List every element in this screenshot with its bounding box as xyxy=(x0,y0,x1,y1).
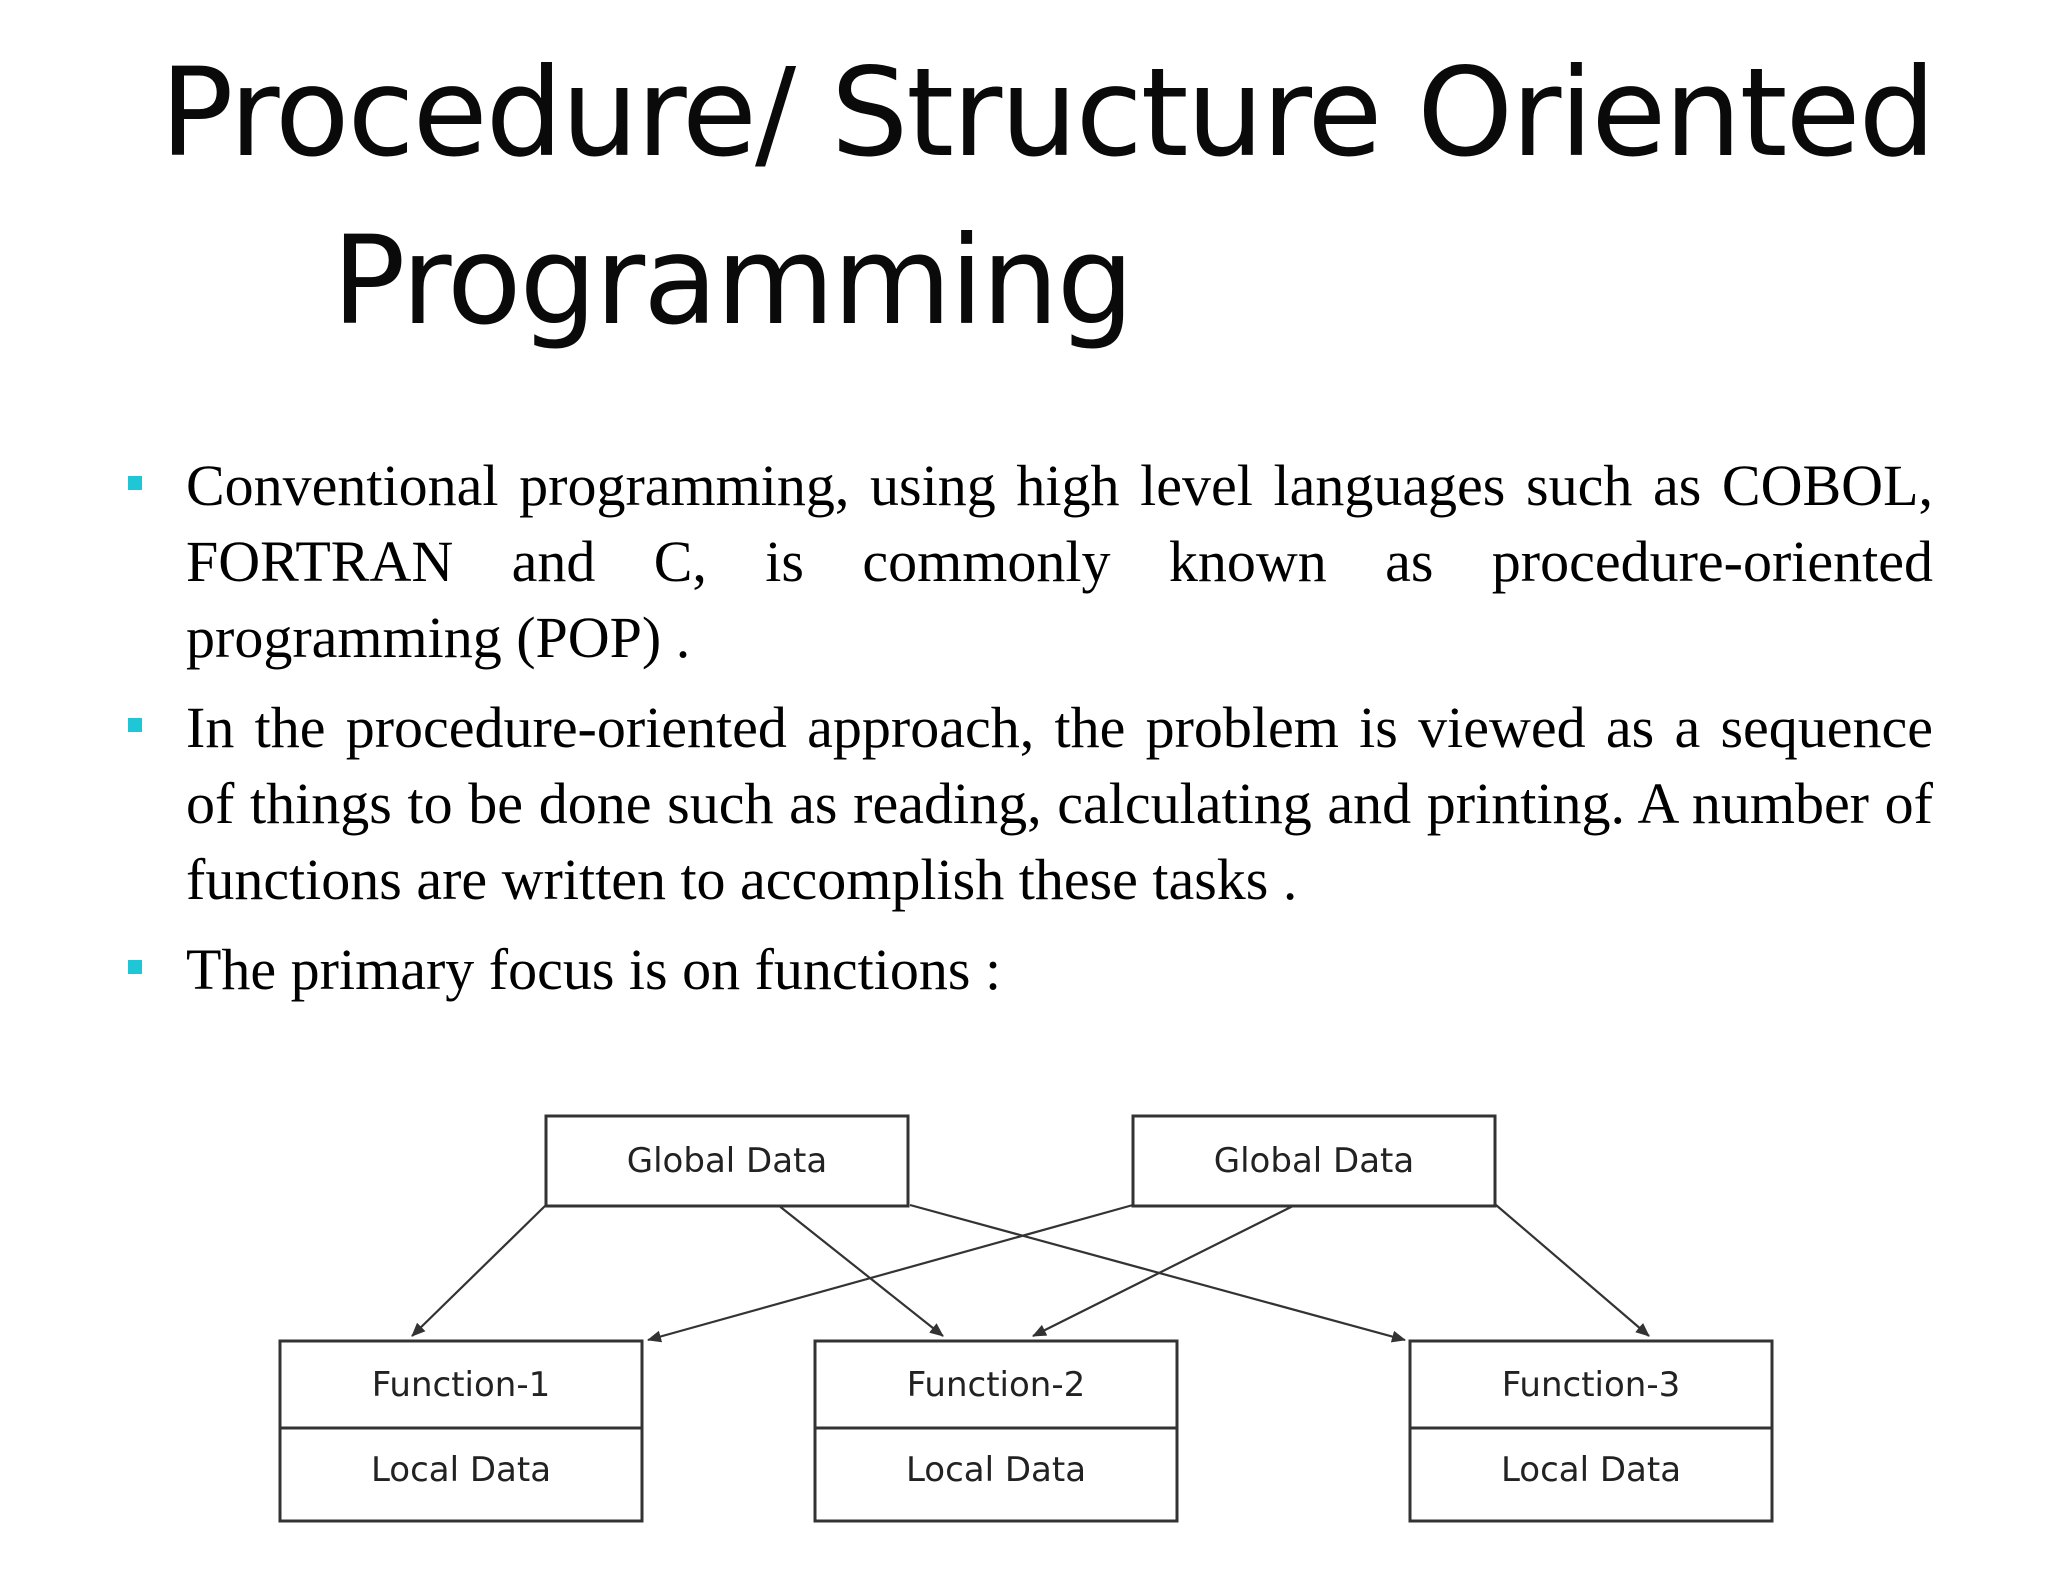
global-data-label: Global Data xyxy=(627,1141,827,1181)
bullet-list: Conventional programming, using high lev… xyxy=(128,448,1933,1008)
slide-title-line-1: Procedure/ Structure Oriented xyxy=(160,42,1936,184)
bullet-item: The primary focus is on functions : xyxy=(128,932,1933,1008)
edge-global2-to-function1 xyxy=(647,1203,1134,1343)
bullet-item: In the procedure-oriented approach, the … xyxy=(128,690,1933,918)
edge-global2-to-function3 xyxy=(1495,1204,1650,1337)
edge-global1-to-function3 xyxy=(909,1203,1406,1343)
edge-global1-to-function2 xyxy=(777,1204,944,1337)
function-name: Function-3 xyxy=(1502,1365,1681,1405)
global-data-label: Global Data xyxy=(1214,1141,1414,1181)
function-box: Function-3 Local Data xyxy=(1408,1339,1774,1523)
function-box: Function-1 Local Data xyxy=(278,1339,644,1523)
edge-global1-to-function1 xyxy=(411,1204,547,1337)
function-box: Function-2 Local Data xyxy=(813,1339,1179,1523)
global-data-box: Global Data xyxy=(544,1114,910,1208)
function-name: Function-2 xyxy=(907,1365,1086,1405)
function-name: Function-1 xyxy=(372,1365,551,1405)
square-bullet-icon xyxy=(128,718,142,732)
square-bullet-icon xyxy=(128,476,142,490)
slide-title-line-2: Programming xyxy=(332,210,1134,352)
local-data-label: Local Data xyxy=(906,1450,1086,1490)
bullet-text: Conventional programming, using high lev… xyxy=(186,453,1933,670)
local-data-label: Local Data xyxy=(371,1450,551,1490)
global-data-box: Global Data xyxy=(1131,1114,1497,1208)
diagram-edges xyxy=(411,1203,1650,1343)
square-bullet-icon xyxy=(128,960,142,974)
local-data-label: Local Data xyxy=(1501,1450,1681,1490)
edge-global2-to-function2 xyxy=(1032,1204,1296,1337)
bullet-text: The primary focus is on functions : xyxy=(186,937,1002,1002)
bullet-item: Conventional programming, using high lev… xyxy=(128,448,1933,676)
bullet-text: In the procedure-oriented approach, the … xyxy=(186,695,1933,912)
